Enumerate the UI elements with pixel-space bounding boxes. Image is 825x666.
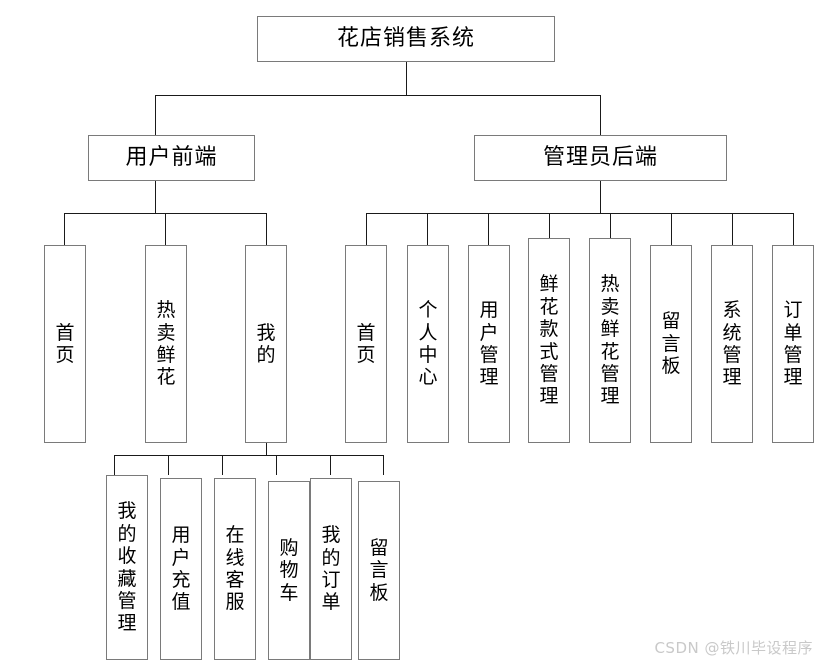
- connector-user-child-1-drop: [64, 213, 65, 245]
- node-user-frontend-label: 用户前端: [125, 144, 218, 170]
- node-admin-child-message-board: 留言板: [650, 245, 692, 443]
- node-user-child-hot-flowers: 热卖鲜花: [145, 245, 187, 443]
- connector-admin-child-3-drop: [488, 213, 489, 245]
- node-my-child-recharge: 用户充值: [160, 478, 202, 660]
- connector-my-child-6-drop: [383, 455, 384, 475]
- connector-my-child-5-drop: [330, 455, 331, 475]
- connector-my-child-2-drop: [168, 455, 169, 475]
- node-admin-child-hot-flower-management: 热卖鲜花管理: [589, 238, 631, 443]
- node-admin-child-order-management-label: 订单管理: [783, 299, 803, 389]
- node-my-child-support-label: 在线客服: [225, 524, 245, 614]
- connector-user-child-3-drop: [266, 213, 267, 245]
- node-my-child-message-board-label: 留言板: [369, 536, 389, 604]
- node-user-child-home: 首页: [44, 245, 86, 443]
- node-admin-backend-label: 管理员后端: [542, 144, 658, 170]
- connector-root-down: [406, 62, 407, 95]
- node-admin-child-flower-style-management: 鲜花款式管理: [528, 238, 570, 443]
- connector-admin-child-2-drop: [427, 213, 428, 245]
- node-my-child-support: 在线客服: [214, 478, 256, 660]
- connector-admin-child-1-drop: [366, 213, 367, 245]
- node-user-frontend: 用户前端: [88, 135, 255, 181]
- node-my-child-favorites-label: 我的收藏管理: [117, 500, 137, 635]
- node-admin-child-message-board-label: 留言板: [661, 310, 681, 378]
- node-my-child-recharge-label: 用户充值: [171, 524, 191, 614]
- node-admin-child-user-management-label: 用户管理: [479, 299, 499, 389]
- node-admin-backend: 管理员后端: [474, 135, 727, 181]
- connector-admin-child-5-drop: [610, 213, 611, 245]
- connector-admin-bus: [366, 213, 793, 214]
- node-user-child-mine-label: 我的: [256, 321, 276, 366]
- connector-admin-down: [600, 181, 601, 213]
- node-admin-child-order-management: 订单管理: [772, 245, 814, 443]
- connector-user-child-2-drop: [165, 213, 166, 245]
- node-my-child-orders: 我的订单: [310, 478, 352, 660]
- connector-level2-left-drop: [155, 95, 156, 135]
- connector-level2-right-drop: [600, 95, 601, 135]
- connector-my-child-4-drop: [276, 455, 277, 475]
- node-admin-child-system-management: 系统管理: [711, 245, 753, 443]
- connector-user-down: [155, 181, 156, 213]
- node-admin-child-system-management-label: 系统管理: [722, 299, 742, 389]
- connector-my-down: [266, 443, 267, 455]
- node-admin-child-hot-flower-management-label: 热卖鲜花管理: [600, 273, 620, 408]
- node-user-child-hot-flowers-label: 热卖鲜花: [156, 299, 176, 389]
- node-admin-child-personal-center-label: 个人中心: [418, 299, 438, 389]
- connector-level2-bus: [155, 95, 601, 96]
- connector-admin-child-7-drop: [732, 213, 733, 245]
- connector-admin-child-4-drop: [549, 213, 550, 245]
- node-my-child-favorites: 我的收藏管理: [106, 475, 148, 660]
- connector-admin-child-6-drop: [671, 213, 672, 245]
- node-root: 花店销售系统: [257, 16, 555, 62]
- node-admin-child-personal-center: 个人中心: [407, 245, 449, 443]
- node-my-child-cart-label: 购物车: [279, 536, 299, 604]
- connector-my-child-1-drop: [114, 455, 115, 475]
- node-my-child-message-board: 留言板: [358, 481, 400, 660]
- node-user-child-mine: 我的: [245, 245, 287, 443]
- node-admin-child-home-label: 首页: [356, 321, 376, 366]
- connector-admin-child-8-drop: [793, 213, 794, 245]
- node-admin-child-home: 首页: [345, 245, 387, 443]
- node-user-child-home-label: 首页: [55, 321, 75, 366]
- connector-my-child-3-drop: [222, 455, 223, 475]
- node-my-child-cart: 购物车: [268, 481, 310, 660]
- node-admin-child-user-management: 用户管理: [468, 245, 510, 443]
- connector-my-bus: [114, 455, 383, 456]
- node-root-label: 花店销售系统: [336, 25, 475, 51]
- csdn-watermark: CSDN @铁川毕设程序: [654, 639, 813, 657]
- node-admin-child-flower-style-management-label: 鲜花款式管理: [539, 273, 559, 408]
- node-my-child-orders-label: 我的订单: [321, 524, 341, 614]
